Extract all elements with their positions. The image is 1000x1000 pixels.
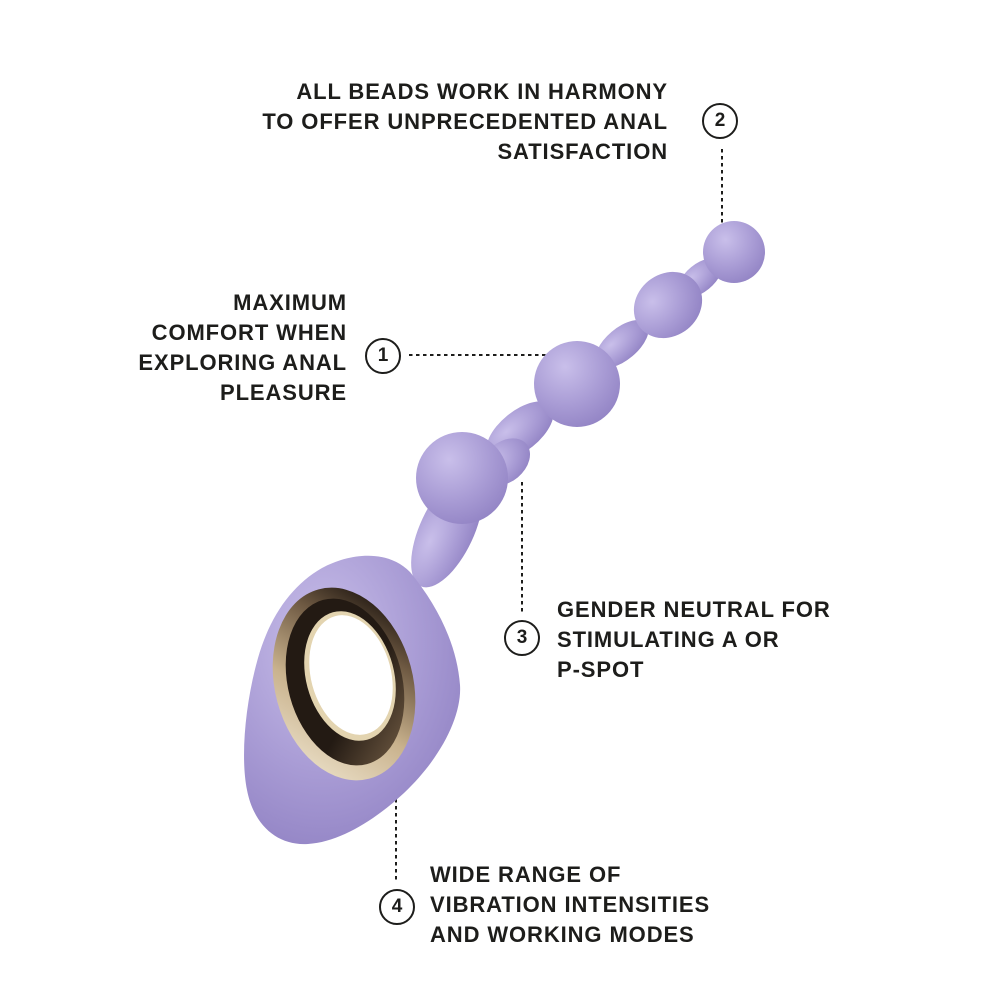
callout-3-number-badge: 3 [504,620,540,656]
callout-text-2: ALL BEADS WORK IN HARMONY TO OFFER UNPRE… [262,77,668,167]
handle-ring-hole [309,615,393,735]
callout-text-3: GENDER NEUTRAL FOR STIMULATING A OR P-SP… [557,595,831,685]
callout-1-line-2: COMFORT WHEN [151,320,347,345]
callout-3-line-2: STIMULATING A OR [557,627,780,652]
callout-1-number-badge: 1 [365,338,401,374]
callout-4-line-1: WIDE RANGE OF [430,862,622,887]
callout-1-line-4: PLEASURE [220,380,347,405]
callout-3-line-1: GENDER NEUTRAL FOR [557,597,831,622]
callout-4-line-2: VIBRATION INTENSITIES [430,892,711,917]
callout-2-line-3: SATISFACTION [497,139,668,164]
callout-text-4: WIDE RANGE OF VIBRATION INTENSITIES AND … [430,860,710,950]
callout-text-1: MAXIMUM COMFORT WHEN EXPLORING ANAL PLEA… [138,288,347,408]
callout-3-line-3: P-SPOT [557,657,645,682]
callout-1-line-3: EXPLORING ANAL [138,350,347,375]
callout-2-line-1: ALL BEADS WORK IN HARMONY [296,79,668,104]
bead-4 [416,432,508,524]
callout-1-line-1: MAXIMUM [233,290,347,315]
callout-4-number-badge: 4 [379,889,415,925]
callout-2-line-2: TO OFFER UNPRECEDENTED ANAL [262,109,668,134]
bead-2 [633,271,703,339]
callout-2-number-badge: 2 [702,103,738,139]
product-illustration [244,221,765,845]
bead-tip [703,221,765,283]
bead-3 [534,341,620,427]
callout-4-line-3: AND WORKING MODES [430,922,695,947]
